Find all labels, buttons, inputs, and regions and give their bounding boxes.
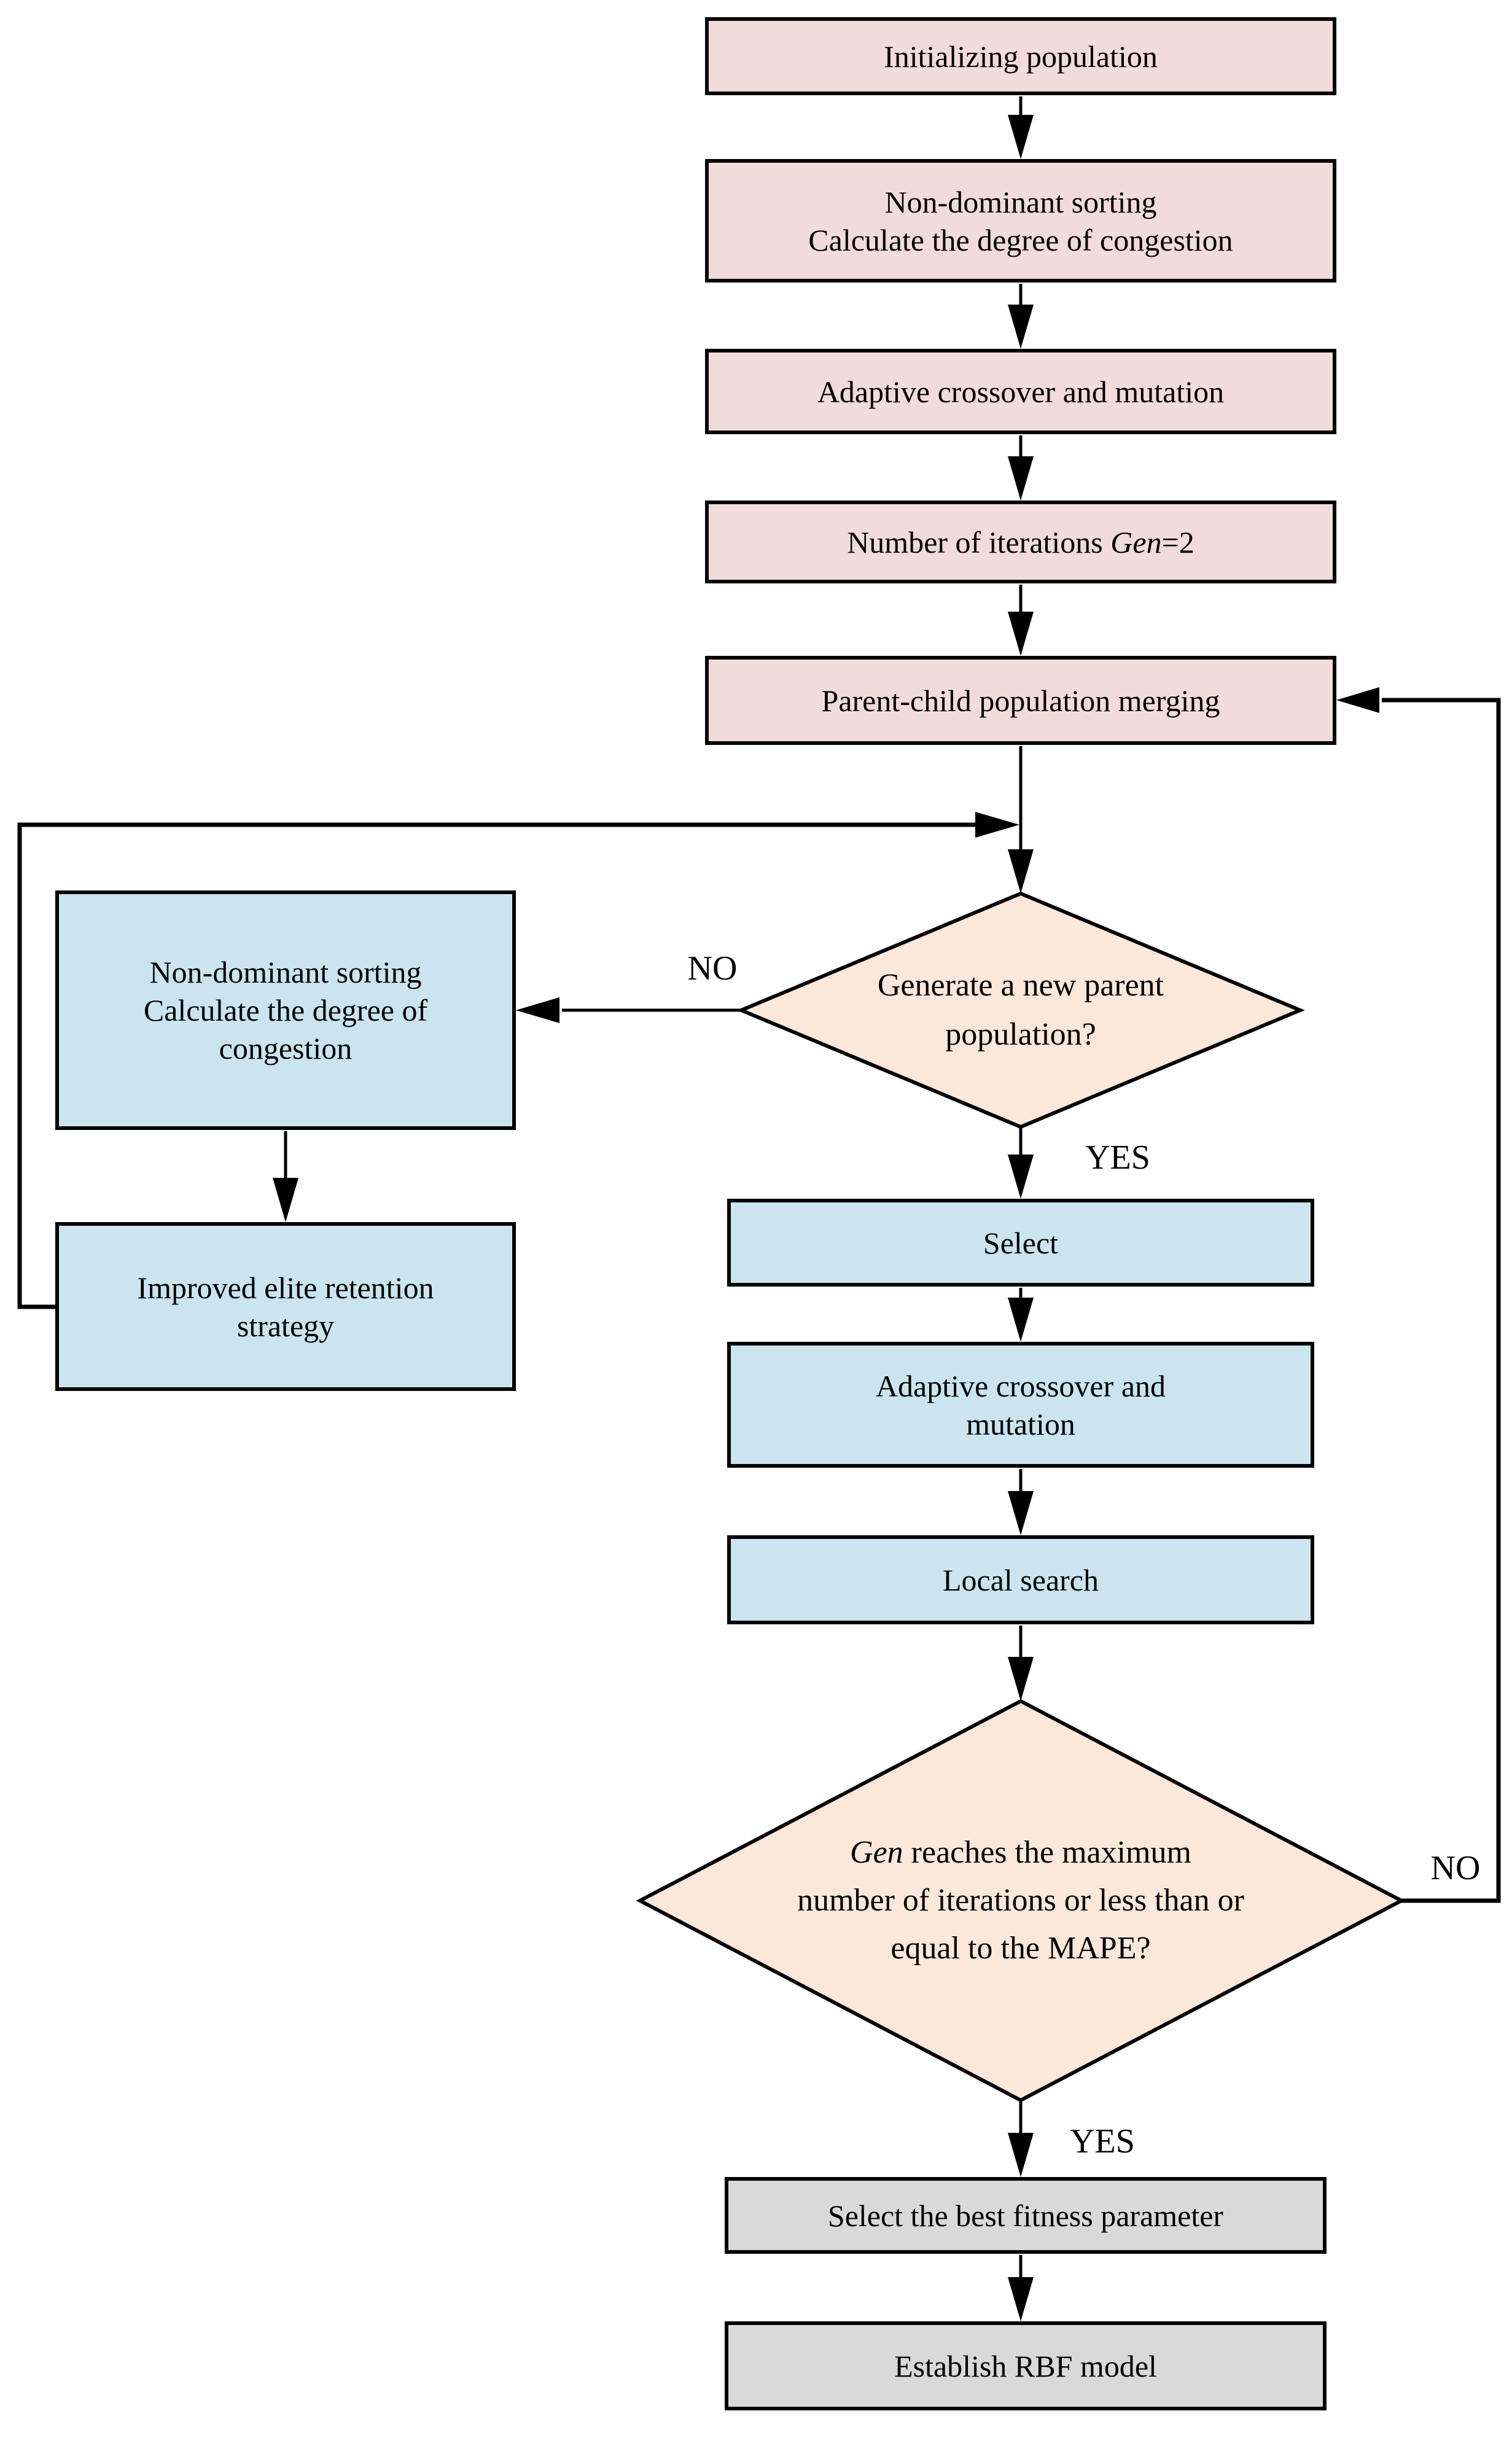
box-label-line: Improved elite retention <box>137 1270 434 1305</box>
box-label-line: Adaptive crossover and <box>875 1368 1166 1403</box>
box-label-line: Calculate the degree of <box>143 993 428 1027</box>
branch-label-no-2: NO <box>1430 1849 1481 1887</box>
arrow-iterations-to-merge <box>1008 585 1034 656</box>
arrow-sort-to-crossover <box>1008 284 1034 349</box>
box-label-suffix: =2 <box>1161 524 1194 559</box>
box-label: Establish RBF model <box>894 2348 1157 2383</box>
arrow-decision1-no-to-sort2 <box>516 997 740 1023</box>
process-box-non-dominant-sorting-1: Non-dominant sorting Calculate the degre… <box>705 159 1336 282</box>
process-box-parent-child-merging: Parent-child population merging <box>705 656 1336 745</box>
process-box-local-search: Local search <box>727 1535 1314 1624</box>
box-label-line: mutation <box>966 1406 1075 1441</box>
branch-label-no-1: NO <box>687 949 738 987</box>
box-label-line: Non-dominant sorting <box>884 184 1157 219</box>
branch-label-yes-2: YES <box>1070 2122 1135 2160</box>
arrow-decision2-yes-to-fitness <box>1008 2100 1034 2177</box>
arrow-decision2-no-loop-to-merge <box>1336 687 1501 1903</box>
box-label-line: congestion <box>219 1031 353 1065</box>
arrow-init-to-sort <box>1008 96 1034 159</box>
arrow-crossover-to-iterations <box>1008 435 1034 500</box>
decision-text-new-parent: Generate a new parent population? <box>787 940 1254 1081</box>
arrow-crossover2-to-local <box>1008 1469 1034 1535</box>
process-box-best-fitness-parameter: Select the best fitness parameter <box>725 2177 1327 2254</box>
box-label: Adaptive crossover and mutation <box>817 374 1225 409</box>
box-label-line: Calculate the degree of congestion <box>808 222 1233 257</box>
process-box-initializing-population: Initializing population <box>705 17 1336 95</box>
decision-line: equal to the MAPE? <box>890 1931 1151 1966</box>
gen-variable: Gen <box>850 1835 903 1870</box>
decision-text-termination: Gen reaches the maximum number of iterat… <box>695 1805 1346 1996</box>
box-label: Number of iterations Gen=2 <box>847 523 1194 561</box>
box-label-line: Non-dominant sorting <box>149 955 422 989</box>
process-box-adaptive-crossover-1: Adaptive crossover and mutation <box>705 349 1336 434</box>
arrow-sort2-to-elite <box>273 1131 298 1222</box>
process-box-improved-elite-retention: Improved elite retention strategy <box>55 1222 516 1391</box>
decision-line: population? <box>945 1017 1096 1052</box>
process-box-adaptive-crossover-2: Adaptive crossover and mutation <box>727 1342 1314 1468</box>
decision-diamond-new-parent <box>736 891 1305 1129</box>
box-label-line: strategy <box>236 1308 335 1343</box>
process-box-select: Select <box>727 1199 1314 1287</box>
arrow-merge-to-decision1 <box>1008 746 1034 894</box>
box-label: Select <box>983 1225 1059 1260</box>
box-label: Select the best fitness parameter <box>827 2198 1224 2233</box>
branch-label-yes-1: YES <box>1085 1139 1150 1177</box>
box-label: Local search <box>942 1562 1099 1597</box>
gen-variable: Gen <box>1110 524 1162 559</box>
box-label: Parent-child population merging <box>821 683 1220 718</box>
box-label-prefix: Number of iterations <box>847 524 1111 559</box>
decision-line: number of iterations or less than or <box>797 1883 1244 1918</box>
decision-line: Generate a new parent <box>877 968 1164 1003</box>
process-box-number-of-iterations: Number of iterations Gen=2 <box>705 500 1336 583</box>
arrow-fitness-to-rbf <box>1008 2255 1034 2321</box>
decision-line: Gen reaches the maximum <box>850 1829 1191 1877</box>
process-box-non-dominant-sorting-2: Non-dominant sorting Calculate the degre… <box>55 890 516 1130</box>
process-box-establish-rbf-model: Establish RBF model <box>725 2321 1327 2410</box>
arrow-local-to-decision2 <box>1008 1626 1034 1701</box>
box-label: Initializing population <box>884 39 1158 74</box>
decision-line-rest: reaches the maximum <box>903 1835 1191 1870</box>
arrow-decision1-yes-to-select <box>1008 1128 1034 1199</box>
arrow-elite-loop-to-junction <box>17 812 1019 1309</box>
arrow-select-to-crossover2 <box>1008 1288 1034 1342</box>
